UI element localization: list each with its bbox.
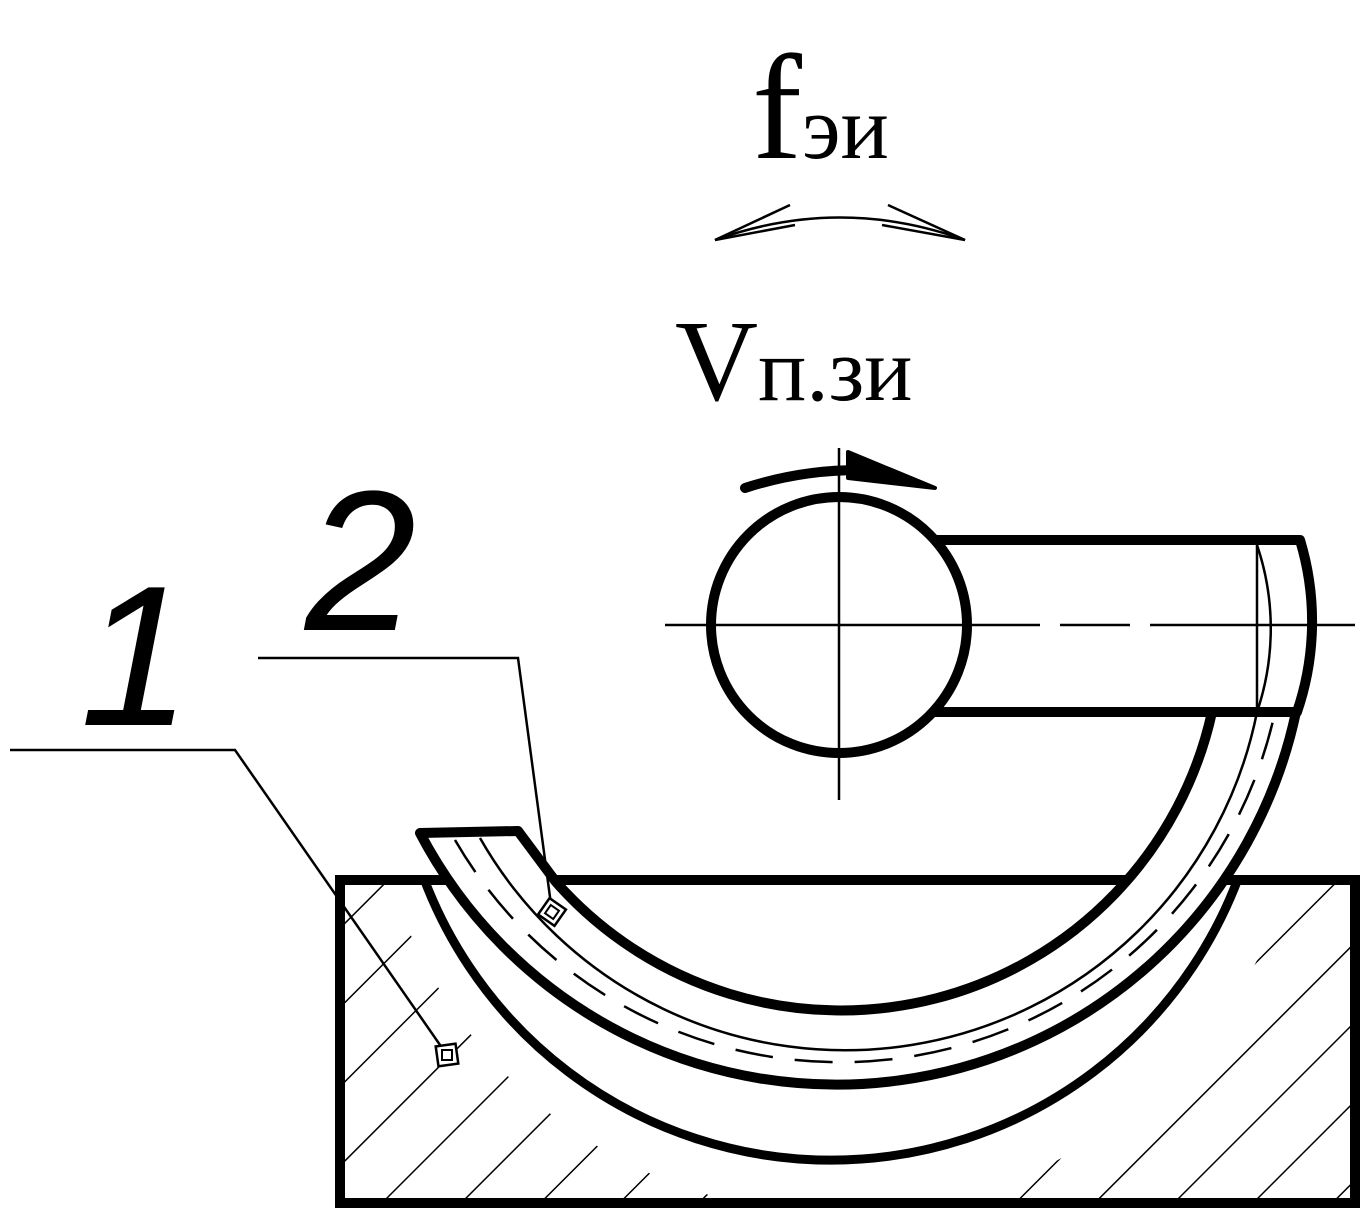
center-lines (665, 448, 1355, 800)
leader-line-2 (258, 656, 568, 928)
part-label-2: 2 (303, 450, 416, 673)
leader-line-1 (10, 748, 460, 1068)
speed-label-main: V (675, 298, 758, 425)
part-label-1: 1 (80, 545, 191, 768)
oscillation-arrow-icon (714, 203, 966, 242)
rotation-arrow-icon (740, 450, 937, 493)
feed-label-sub: эи (802, 79, 889, 178)
feed-label: fэи (752, 25, 889, 191)
speed-label: Vп.зи (675, 298, 912, 425)
arc-tool (415, 707, 1301, 1090)
feed-label-main: f (752, 25, 802, 191)
speed-label-sub: п.зи (758, 321, 912, 420)
